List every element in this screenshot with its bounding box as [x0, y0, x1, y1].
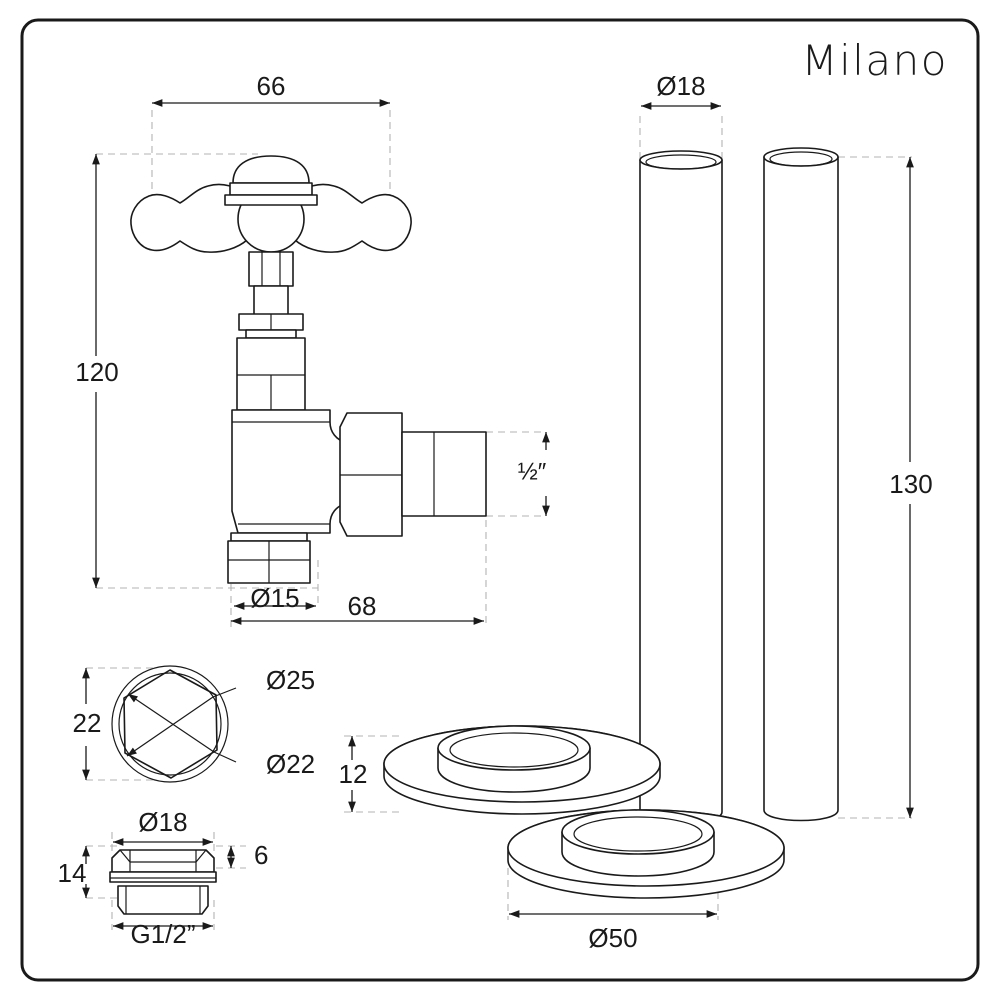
valve-outlet-union	[339, 412, 487, 537]
pipe-right-view	[763, 147, 839, 822]
dimension-valve-height-label: 120	[75, 357, 118, 387]
pipe-left-view	[639, 150, 723, 824]
dimension-pipe-dia: Ø18	[641, 71, 721, 110]
dimension-nut-thread: G1/2”	[113, 919, 213, 949]
dimension-nut-hex-height-label: 6	[254, 840, 268, 870]
dimension-nut-flats: Ø22	[266, 749, 315, 779]
collar-lower-view	[507, 809, 785, 899]
valve-front-view	[130, 155, 487, 584]
dimension-valve-inlet-dia: Ø15	[234, 583, 316, 613]
valve-bonnet	[236, 337, 306, 411]
brand-logo: Milano	[801, 36, 948, 85]
valve-body	[231, 409, 348, 534]
collar-upper-view	[383, 725, 661, 815]
dimension-nut-total-height-label: 14	[58, 858, 87, 888]
nut-end-view	[111, 665, 237, 783]
dimension-nut-corners: Ø25	[266, 665, 315, 695]
sheet-border	[20, 18, 980, 982]
nut-side-view	[109, 849, 217, 915]
dimension-valve-width: 66	[152, 71, 390, 107]
dimension-nut-side-dia-label: Ø18	[138, 807, 187, 837]
dimension-valve-depth: 68	[231, 591, 484, 625]
valve-stem	[238, 251, 304, 339]
dimension-valve-outlet: ½″	[518, 432, 550, 516]
dimension-pipe-length: 130	[889, 157, 933, 818]
dimension-nut-total-height: 14	[58, 846, 90, 898]
dimension-pipe-dia-label: Ø18	[656, 71, 705, 101]
dimension-nut-hex-height: 6	[227, 840, 268, 870]
dimension-collar-height: 12	[339, 736, 368, 812]
dimension-valve-outlet-label: ½″	[518, 458, 547, 485]
dimension-nut-end-height-label: 22	[73, 708, 102, 738]
valve-handle-crosshead	[130, 155, 412, 253]
dimension-nut-corners-label: Ø25	[266, 665, 315, 695]
dimension-valve-width-label: 66	[257, 71, 286, 101]
dimension-valve-inlet-dia-label: Ø15	[250, 583, 299, 613]
dimension-nut-side-dia: Ø18	[113, 807, 213, 846]
dimension-collar-dia: Ø50	[509, 910, 717, 953]
dimension-valve-depth-label: 68	[348, 591, 377, 621]
dimension-pipe-length-label: 130	[889, 469, 932, 499]
dimension-nut-end-height: 22	[73, 668, 102, 780]
dimension-collar-height-label: 12	[339, 759, 368, 789]
dimension-collar-dia-label: Ø50	[588, 923, 637, 953]
valve-inlet-nut	[227, 532, 311, 584]
dimension-nut-thread-label: G1/2”	[130, 919, 195, 949]
dimension-valve-height: 120	[75, 154, 119, 588]
dimension-nut-flats-label: Ø22	[266, 749, 315, 779]
